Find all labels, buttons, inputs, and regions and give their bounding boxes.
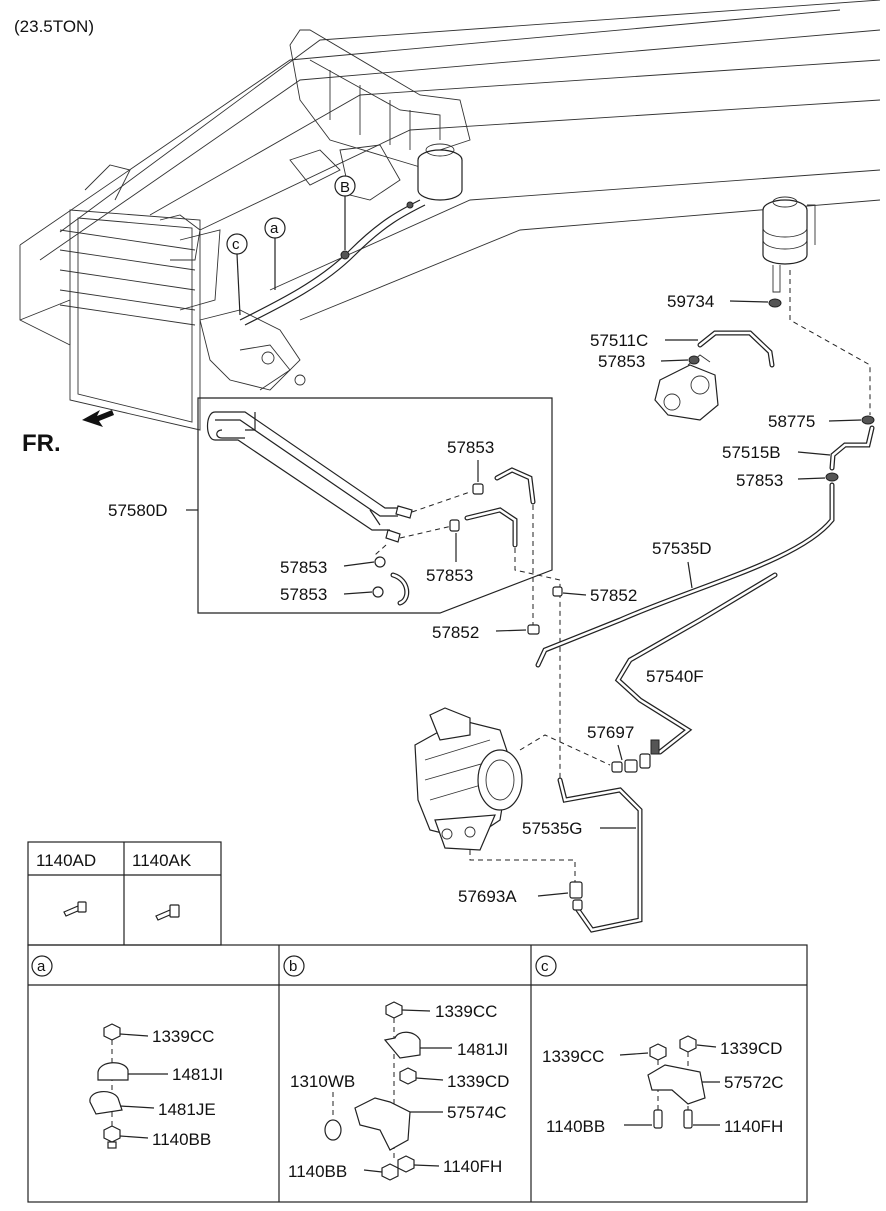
label-57853-pump: 57853: [598, 352, 645, 371]
callout-c: c: [226, 233, 248, 316]
bolt-col1-header: 1140AD: [36, 851, 96, 870]
label-57693A: 57693A: [458, 887, 517, 906]
fitting-57693A: [569, 881, 583, 911]
label-57580D: 57580D: [108, 501, 168, 520]
label-57853-box-mid: 57853: [426, 566, 473, 585]
bolt-1140AD-icon: [63, 901, 87, 917]
svg-text:1140FH: 1140FH: [724, 1117, 783, 1136]
reservoir-illustration: [762, 196, 816, 308]
bolt-col2-header: 1140AK: [132, 851, 192, 870]
label-57535G: 57535G: [522, 819, 583, 838]
label-59734: 59734: [667, 292, 714, 311]
detail-c: c 1339CC 1339CD 57572C 1140BB 1140FH: [535, 955, 784, 1136]
nut-1339CC-icon: [103, 1023, 121, 1041]
svg-text:a: a: [37, 958, 46, 975]
bolt-1140BB-icon: [103, 1125, 121, 1149]
clamp-1481JE-icon: [89, 1091, 123, 1115]
svg-text:1481JI: 1481JI: [457, 1040, 508, 1059]
fitting-57697: [611, 739, 660, 773]
svg-text:57574C: 57574C: [447, 1103, 507, 1122]
label-57853-box-left2: 57853: [280, 585, 327, 604]
svg-text:1310WB: 1310WB: [290, 1072, 355, 1091]
svg-text:1140FH: 1140FH: [443, 1157, 502, 1176]
svg-text:57572C: 57572C: [724, 1073, 784, 1092]
svg-text:1339CC: 1339CC: [542, 1047, 604, 1066]
svg-text:1339CD: 1339CD: [447, 1072, 509, 1091]
label-57852-right: 57852: [590, 586, 637, 605]
svg-text:1339CC: 1339CC: [152, 1027, 214, 1046]
svg-text:b: b: [289, 958, 297, 975]
svg-text:1140BB: 1140BB: [546, 1117, 605, 1136]
chassis-frame-illustration: [19, 0, 881, 431]
svg-text:B: B: [340, 179, 350, 196]
label-57853-right: 57853: [736, 471, 783, 490]
svg-text:1481JE: 1481JE: [158, 1100, 216, 1119]
variant-title: (23.5TON): [14, 17, 94, 36]
label-57515B: 57515B: [722, 443, 781, 462]
svg-text:1140BB: 1140BB: [152, 1130, 211, 1149]
label-57853-box-top: 57853: [447, 438, 494, 457]
callout-a: a: [264, 217, 286, 290]
detail-sections-table: [27, 944, 808, 1203]
label-57852-left: 57852: [432, 623, 479, 642]
label-57511C: 57511C: [590, 331, 648, 350]
clamp-1481JI-icon: [97, 1062, 129, 1081]
bolt-1140AK-icon: [155, 904, 180, 921]
callout-b: B: [334, 175, 356, 250]
detail-b: b 1339CC 1481JI 1310WB 1339CD 57574C 114…: [283, 955, 509, 1181]
front-direction-arrow: FR.: [22, 410, 114, 457]
pump-illustration: [654, 354, 719, 421]
label-58775: 58775: [768, 412, 815, 431]
svg-text:1140BB: 1140BB: [288, 1162, 347, 1181]
svg-text:FR.: FR.: [22, 430, 61, 457]
svg-text:a: a: [270, 220, 279, 237]
svg-text:1339CD: 1339CD: [720, 1039, 782, 1058]
label-57535D: 57535D: [652, 539, 712, 558]
label-57540F: 57540F: [646, 667, 704, 686]
label-57853-box-left1: 57853: [280, 558, 327, 577]
bolt-table: 1140AD 1140AK: [27, 841, 222, 946]
steering-gear-illustration: [414, 707, 523, 851]
svg-text:1481JI: 1481JI: [172, 1065, 223, 1084]
label-57697: 57697: [587, 723, 634, 742]
svg-text:c: c: [232, 236, 240, 253]
svg-text:c: c: [541, 958, 549, 975]
detail-a: a 1339CC 1481JI 1481JE 1140BB: [31, 955, 223, 1149]
svg-text:1339CC: 1339CC: [435, 1002, 497, 1021]
cooler-detail-box: [197, 397, 553, 614]
